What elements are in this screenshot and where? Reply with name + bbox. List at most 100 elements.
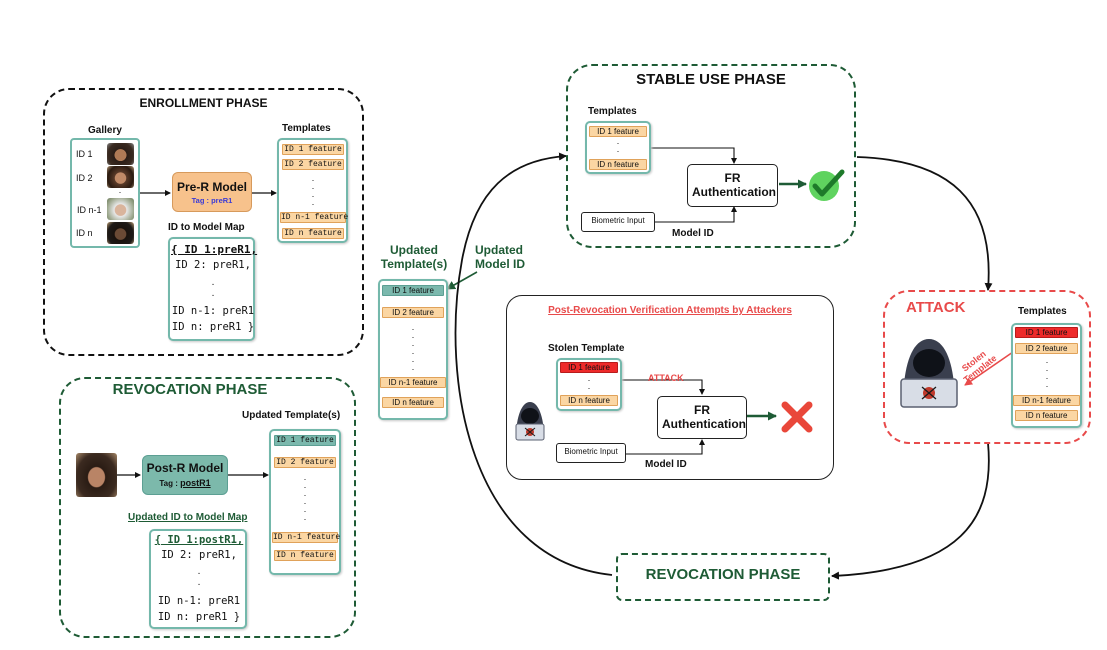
cross-icon	[781, 401, 813, 433]
post-biometric-input-box	[556, 443, 626, 463]
stable-templates-label: Templates	[588, 106, 637, 117]
stable-fr-authentication-box	[687, 164, 778, 207]
enrollment-templates-label: Templates	[282, 123, 331, 134]
stable-use-phase-box	[566, 64, 856, 248]
revocation-phase-box	[59, 377, 356, 638]
post-model-id-label: Model ID	[645, 459, 687, 470]
map-line: ID n: preR1 }	[171, 321, 255, 333]
revocation-templates-label: Updated Template(s)	[242, 410, 341, 421]
map-line: ID 2: preR1,	[175, 259, 251, 271]
face-photo-3	[107, 198, 134, 220]
template-chip: ID n feature	[1015, 410, 1078, 421]
template-dots: ······	[411, 324, 415, 374]
revocation-phase-title: REVOCATION PHASE	[112, 381, 268, 398]
template-chip: ID 2 feature	[382, 307, 444, 318]
stolen-template-label: Stolen Template	[548, 343, 625, 354]
stolen-template-arrow	[964, 351, 1014, 386]
post-r-model-box	[142, 455, 228, 495]
template-chip: ID 1 feature	[274, 435, 336, 446]
updated-templates-label: Updated Template(s)	[380, 243, 448, 271]
pre-r-model-name: Pre-R Model	[176, 180, 247, 194]
template-dots: ··	[616, 138, 620, 156]
template-chip: ID 1 feature	[382, 285, 444, 296]
gallery-id-label: ID 2	[76, 173, 93, 183]
attack-to-revocation-arrow	[831, 442, 990, 580]
template-chip: ID 1 feature	[560, 362, 618, 373]
template-dots: ··	[587, 375, 591, 393]
map-line-1: { ID 1:preR1,	[171, 243, 258, 256]
enrollment-map-box	[168, 237, 255, 341]
post-bio-to-fr-arrow	[626, 439, 705, 455]
post-fr-label: FR Authentication	[662, 403, 746, 431]
post-templates-to-fr-arrow	[621, 379, 705, 395]
map-line: ID n-1: preR1	[171, 305, 255, 317]
check-icon	[809, 169, 845, 201]
stable-biometric-input-box	[581, 212, 655, 232]
template-dots: ······	[303, 474, 307, 524]
updated-model-id-label: Updated Model ID	[475, 243, 525, 271]
template-chip: ID 2 feature	[282, 159, 344, 170]
middle-templates-box	[378, 279, 448, 420]
template-chip: ID n-1 feature	[1013, 395, 1080, 406]
face-photo-2	[107, 166, 134, 188]
template-chip: ID n feature	[589, 159, 647, 170]
stable-use-phase-title: STABLE USE PHASE	[636, 71, 786, 88]
template-chip: ID n-1 feature	[272, 532, 341, 543]
map-dot: .	[211, 277, 215, 288]
revocation-face-photo	[76, 453, 117, 497]
stable-fr-label: FR Authentication	[692, 171, 776, 199]
loop-left-arrow	[454, 152, 613, 576]
template-chip: ID n feature	[282, 228, 344, 239]
post-r-model-tag: Tag : postR1	[142, 478, 228, 488]
enrollment-templates-box	[277, 138, 348, 243]
revocation-map-label: Updated ID to Model Map	[128, 512, 248, 523]
template-chip: ID 1 feature	[589, 126, 647, 137]
attack-templates-label: Templates	[1018, 306, 1067, 317]
post-r-tag-value: postR1	[180, 478, 211, 488]
enrollment-phase-title: ENROLLMENT PHASE	[139, 96, 268, 110]
hacker-icon	[900, 339, 958, 408]
template-chip: ID n feature	[274, 550, 336, 561]
post-revocation-box	[506, 295, 834, 480]
template-chip: ID 2 feature	[1015, 343, 1078, 354]
face-photo-1	[107, 143, 134, 165]
post-biometric-label: Biometric Input	[564, 447, 618, 456]
map-dot: .	[197, 566, 201, 577]
template-chip: ID 1 feature	[282, 144, 344, 155]
pre-r-model-tag: Tag : preR1	[191, 196, 233, 205]
post-attack-label: ATTACK	[648, 373, 684, 383]
map-line: ID n-1: preR1	[157, 595, 241, 607]
post-fr-authentication-box	[657, 396, 747, 439]
post-r-model-name: Post-R Model	[146, 461, 224, 475]
template-chip: ID n-1 feature	[380, 377, 446, 388]
template-chip: ID n feature	[560, 395, 618, 406]
revocation-bottom-box	[616, 553, 830, 601]
template-chip: ID 1 feature	[1015, 327, 1078, 338]
post-revocation-title: Post-Revocation Verification Attempts by…	[548, 305, 792, 316]
enrollment-phase-box	[43, 88, 364, 356]
map-line-1: { ID 1:postR1,	[154, 534, 244, 546]
map-line: ID n: preR1 }	[157, 611, 241, 623]
attack-title: ATTACK	[906, 299, 966, 316]
map-dot: .	[211, 288, 215, 299]
stable-templates-to-fr-arrow	[650, 147, 737, 164]
gallery-id-label: ID n-1	[77, 205, 102, 215]
post-r-tag-prefix: Tag :	[159, 479, 181, 488]
pre-r-model-box	[172, 172, 252, 212]
stable-model-id-label: Model ID	[672, 228, 714, 239]
face-photo-4	[107, 222, 134, 244]
updated-model-id-arrow	[446, 271, 478, 290]
gallery-label: Gallery	[88, 125, 122, 136]
hacker-icon	[515, 402, 545, 441]
map-line: ID 2: preR1,	[161, 549, 237, 561]
gallery-id-label: ID 1	[76, 149, 93, 159]
template-dots: ····	[311, 175, 315, 209]
template-dots: ····	[1045, 357, 1049, 391]
gallery-id-label: ID n	[76, 228, 93, 238]
enrollment-map-label: ID to Model Map	[168, 222, 245, 233]
stable-biometric-label: Biometric Input	[591, 216, 645, 225]
template-chip: ID 2 feature	[274, 457, 336, 468]
stable-to-attack-arrow	[856, 156, 993, 291]
stable-bio-to-fr-arrow	[654, 206, 737, 223]
